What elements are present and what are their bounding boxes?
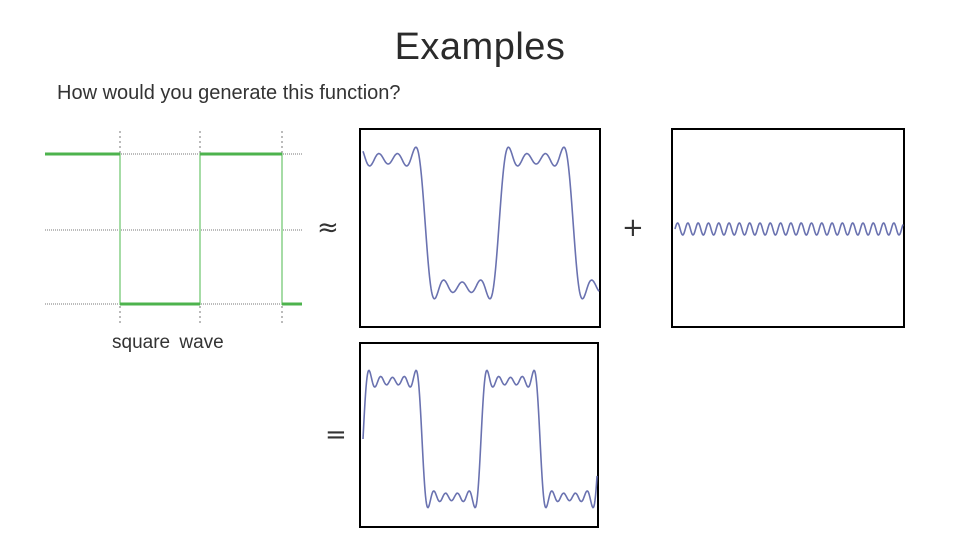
slide-title: Examples (394, 26, 566, 68)
plot-frame (359, 342, 599, 528)
approx-symbol: ≈ (317, 213, 339, 243)
ripple-plot (671, 128, 905, 328)
sum-plot (359, 342, 599, 528)
approximation-plot (359, 128, 601, 328)
square-wave-caption: square wave (112, 332, 224, 353)
equals-symbol: = (325, 420, 347, 450)
question-text: How would you generate this function? (57, 82, 401, 104)
approximation-curve (362, 146, 600, 300)
square-wave-edges (45, 153, 302, 305)
ripple-curve (674, 222, 904, 236)
sum-curve (362, 369, 598, 509)
square-wave-plot (45, 131, 302, 326)
plot-frame (359, 128, 601, 328)
plus-symbol: + (622, 213, 644, 243)
